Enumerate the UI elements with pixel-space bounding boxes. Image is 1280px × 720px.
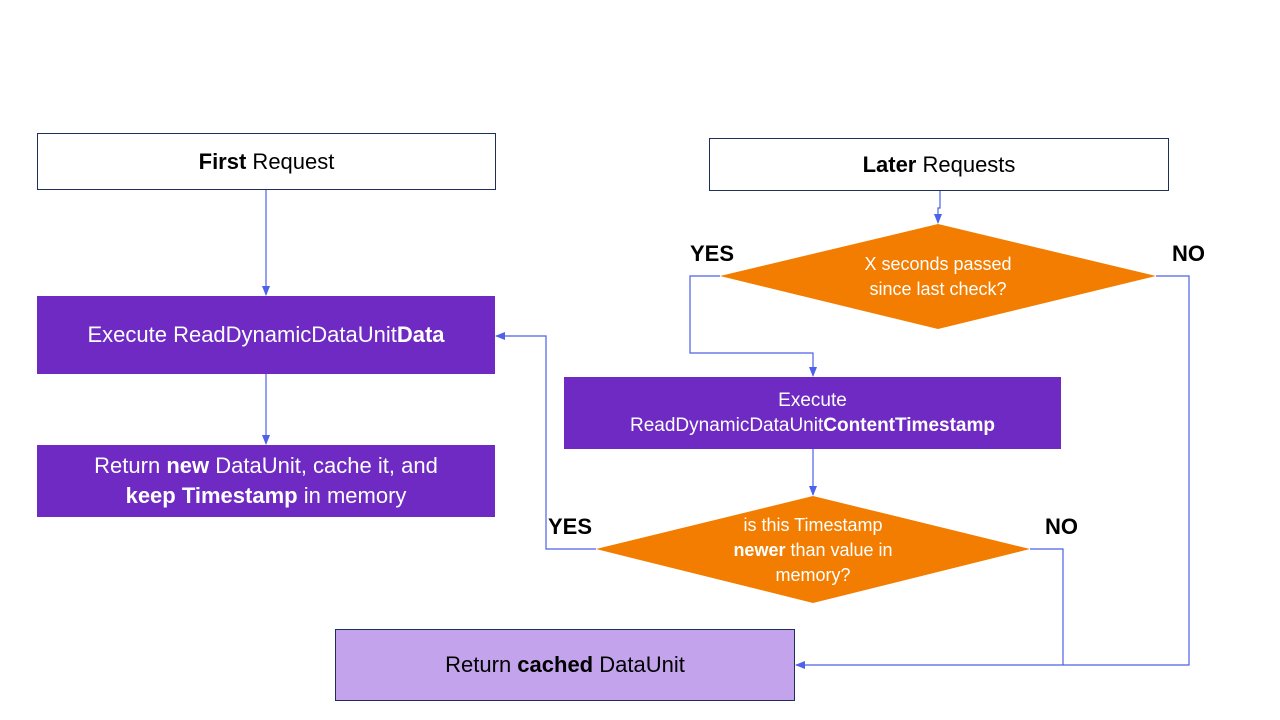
decision-newer-shape	[596, 496, 1030, 603]
return-new-bold2: keep Timestamp	[125, 483, 298, 508]
return-new-bold1: new	[166, 453, 210, 478]
decision-newer-line2-rest: than value in	[785, 539, 893, 560]
return-new-part3: in memory	[297, 483, 407, 508]
arrow-seconds-yes	[689, 275, 817, 377]
decision-seconds-text: X seconds passed since last check?	[760, 250, 1116, 304]
return-cached-part2: DataUnit	[593, 652, 685, 677]
decision-newer-text: is this Timestamp newer than value in me…	[690, 511, 936, 589]
label-yes-bottom: YES	[548, 514, 593, 539]
first-request-rest: Request	[246, 148, 335, 174]
execute-timestamp-line2-bold: ContentTimestamp	[823, 415, 995, 436]
first-request-bold: First	[198, 148, 247, 174]
return-new-part2: DataUnit, cache it, and	[209, 453, 438, 478]
label-yes-top: YES	[690, 241, 735, 266]
decision-seconds-line1: X seconds passed	[864, 254, 1012, 274]
decision-newer-line2-bold: newer	[733, 539, 786, 560]
later-requests-rest: Requests	[916, 151, 1016, 177]
execute-timestamp-line1: Execute	[778, 390, 847, 411]
arrow-newer-yes	[495, 332, 596, 550]
execute-timestamp-line2-text: ReadDynamicDataUnit	[630, 415, 824, 436]
return-cached-part1: Return	[445, 652, 518, 677]
decision-seconds-shape	[720, 224, 1156, 329]
execute-timestamp-box: Execute ReadDynamicDataUnitContentTimest…	[564, 377, 1061, 449]
later-requests-box: Later Requests	[709, 138, 1169, 191]
arrow-seconds-no	[795, 275, 1190, 669]
later-requests-bold: Later	[862, 151, 917, 177]
execute-read-data-box: Execute ReadDynamicDataUnitData	[37, 296, 495, 374]
execute-read-data-text: Execute ReadDynamicDataUnit	[87, 322, 397, 347]
first-request-box: First Request	[37, 133, 496, 190]
return-cached-bold: cached	[517, 652, 594, 677]
return-new-box: Return new DataUnit, cache it, and keep …	[37, 445, 495, 517]
return-new-part1: Return	[94, 453, 167, 478]
decision-newer-line3: memory?	[775, 564, 851, 585]
arrow-newer-no	[1030, 548, 1064, 665]
label-no-bottom: NO	[1045, 514, 1078, 539]
decision-seconds-line2: since last check?	[869, 279, 1007, 299]
label-no-top: NO	[1172, 241, 1205, 266]
return-cached-box: Return cached DataUnit	[335, 629, 795, 701]
execute-read-data-bold: Data	[396, 322, 445, 347]
decision-newer-line1: is this Timestamp	[743, 514, 883, 535]
arrow-later-to-decision	[934, 191, 942, 224]
